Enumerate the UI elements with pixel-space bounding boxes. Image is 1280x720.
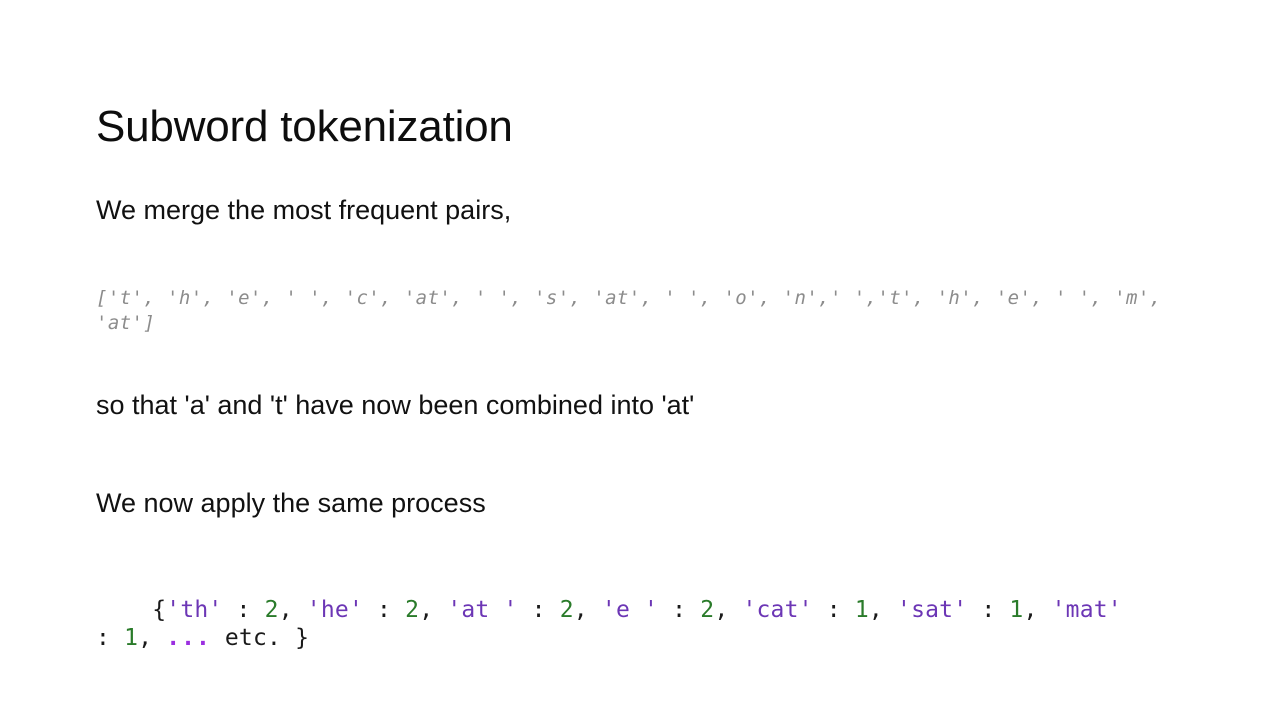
dict-key: 'e ' <box>601 597 659 623</box>
dict-key: 'mat' <box>1051 597 1122 623</box>
pair-counts-code: {'th' : 2, 'he' : 2, 'at ' : 2, 'e ' : 2… <box>96 568 1126 680</box>
dict-value: 2 <box>405 597 420 623</box>
dict-value: 1 <box>1009 597 1024 623</box>
dict-comma: , <box>573 597 602 623</box>
dict-value: 1 <box>854 597 869 623</box>
dict-key: 'sat' <box>897 597 968 623</box>
dict-open-brace: { <box>152 597 167 623</box>
token-list-code: ['t', 'h', 'e', ' ', 'c', 'at', ' ', 's'… <box>96 287 1174 334</box>
dict-separator: : <box>96 597 1136 651</box>
dict-separator: : <box>222 597 265 623</box>
dict-value: 2 <box>559 597 574 623</box>
dict-comma: , <box>1023 597 1052 623</box>
dict-key: 'he' <box>306 597 363 623</box>
dict-value: 1 <box>124 625 139 651</box>
dict-key: 'cat' <box>742 597 813 623</box>
dict-separator: : <box>967 597 1010 623</box>
dict-separator: : <box>658 597 701 623</box>
etc-label: etc. <box>210 625 296 651</box>
dict-comma: , <box>868 597 898 623</box>
dict-comma: , <box>138 625 167 651</box>
dict-separator: : <box>812 597 855 623</box>
intro-text: We merge the most frequent pairs, <box>96 195 512 225</box>
dict-key: 'at ' <box>447 597 518 623</box>
dict-close-brace: } <box>295 625 310 651</box>
dict-comma: , <box>714 597 743 623</box>
dict-entries: 'th' : 2, 'he' : 2, 'at ' : 2, 'e ' : 2,… <box>96 597 1136 651</box>
dict-separator: : <box>363 597 406 623</box>
dict-key: 'th' <box>166 597 223 623</box>
dict-value: 2 <box>264 597 279 623</box>
page-title: Subword tokenization <box>96 102 513 152</box>
dict-value: 2 <box>700 597 715 623</box>
dict-comma: , <box>419 597 448 623</box>
dict-comma: , <box>278 597 307 623</box>
explanation-text: so that 'a' and 't' have now been combin… <box>96 390 695 420</box>
ellipsis-token: ... <box>166 625 211 651</box>
next-step-text: We now apply the same process <box>96 488 486 518</box>
dict-separator: : <box>517 597 560 623</box>
